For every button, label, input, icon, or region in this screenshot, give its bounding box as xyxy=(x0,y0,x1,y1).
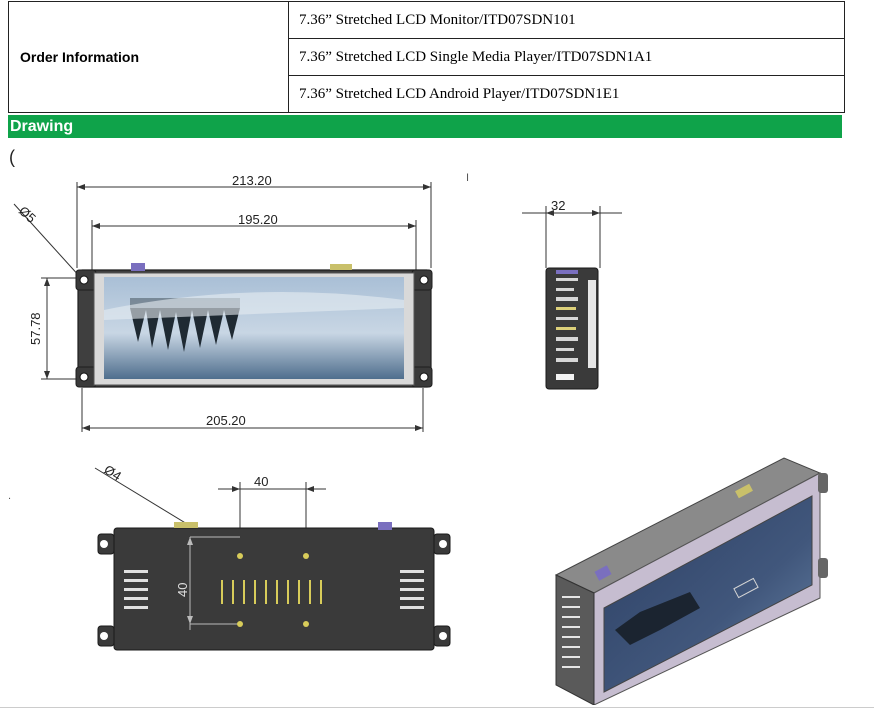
stray-parenthesis: ( xyxy=(9,147,15,167)
order-item-android-player: 7.36” Stretched LCD Android Player/ITD07… xyxy=(288,75,845,113)
dim-back-spacing-horizontal: 40 xyxy=(254,474,268,489)
front-view: 213.20 195.20 Ø5 57.78 xyxy=(13,173,433,432)
stray-tick-mark: I xyxy=(466,172,470,184)
order-item-monitor: 7.36” Stretched LCD Monitor/ITD07SDN101 xyxy=(288,1,845,39)
technical-drawing: 213.20 195.20 Ø5 57.78 xyxy=(13,173,828,705)
dim-depth: 32 xyxy=(551,198,565,213)
dim-height: 57.78 xyxy=(28,312,43,345)
order-information-label: Order Information xyxy=(8,1,289,113)
stray-dot-mark: . xyxy=(8,490,12,502)
order-item-single-media-player: 7.36” Stretched LCD Single Media Player/… xyxy=(288,38,845,76)
back-view: Ø4 40 40 xyxy=(94,462,451,651)
order-information-table: Order Information 7.36” Stretched LCD Mo… xyxy=(8,1,845,113)
dim-hole-diameter: Ø5 xyxy=(16,203,39,226)
drawing-section-header: Drawing xyxy=(8,115,842,138)
dim-back-spacing-vertical: 40 xyxy=(175,583,190,597)
dim-mount-width: 205.20 xyxy=(206,413,246,428)
dim-back-hole-diameter: Ø4 xyxy=(101,462,124,484)
dim-inner-width: 195.20 xyxy=(238,212,278,227)
side-view: 32 xyxy=(522,198,622,390)
isometric-view xyxy=(554,457,828,705)
page-bottom-rule xyxy=(0,707,874,708)
dim-overall-width: 213.20 xyxy=(232,173,272,188)
